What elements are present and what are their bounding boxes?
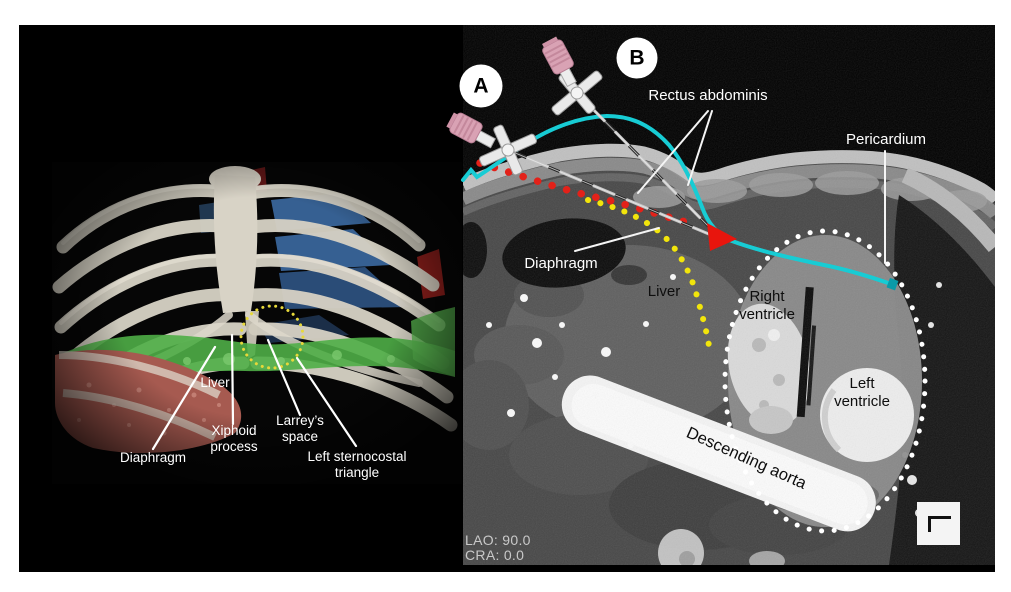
leader-line-rectus-2: [687, 110, 713, 186]
leader-line-diaphragm-ct: [574, 227, 660, 252]
catheter-tip: [886, 277, 899, 291]
leader-line-xiphoid: [230, 333, 235, 426]
medical-figure-art: [52, 25, 995, 572]
needle-marker-a-letter: A: [473, 74, 489, 97]
leader-line-sternocostal: [295, 356, 358, 448]
leader-line-rectus-1: [637, 110, 709, 194]
panel-ct-image: [463, 25, 995, 572]
pericardium-dotted-outline: [722, 228, 928, 534]
leader-line-larrey: [266, 338, 302, 417]
red-arrowhead: [707, 223, 737, 251]
leader-lines-3d: [151, 333, 358, 451]
cra-readout: CRA: 0.0: [465, 547, 525, 563]
panel-vignette: [52, 162, 462, 484]
leader-line-diaphragm-3d: [151, 345, 217, 451]
ct-noise-texture: [463, 25, 995, 572]
needle-a-stopcock: [479, 124, 537, 176]
needle-a: [446, 112, 717, 239]
needle-marker-b-letter: B: [629, 46, 645, 69]
needle-b-pink-cap: [542, 36, 574, 75]
needle-b: [542, 36, 714, 232]
figure-canvas: Liver Diaphragm Xiphoid process Larrey’s…: [19, 25, 995, 572]
needle-marker-a: A: [459, 64, 503, 108]
panel-3d-render: [52, 162, 462, 484]
leader-lines-ct: [574, 110, 886, 264]
diaphragm-dotted-outline: [585, 197, 713, 358]
orientation-corner-marker-icon: [917, 502, 960, 545]
needle-a-pink-cap: [446, 112, 483, 144]
needle-marker-b: B: [616, 37, 658, 79]
larrey-space-circle: [239, 304, 305, 370]
lao-readout: LAO: 90.0: [465, 532, 531, 548]
